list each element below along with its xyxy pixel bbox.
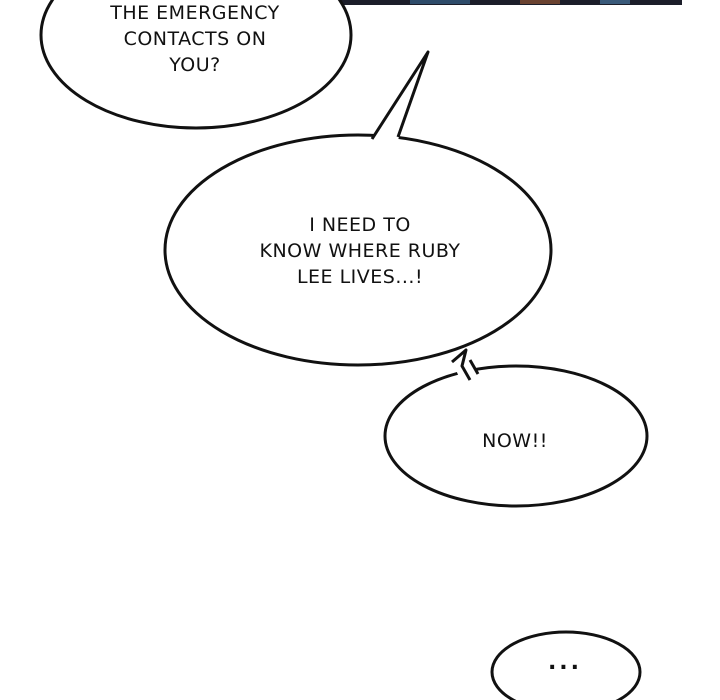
speech-bubble-3 (383, 364, 649, 508)
speech-bubble-2 (163, 133, 553, 367)
bubble-1-line: YOU? (169, 54, 221, 76)
bubble-4-line: ... (547, 650, 583, 675)
bubble-3-line: NOW!! (482, 430, 548, 452)
image-strip-accent (600, 0, 630, 4)
top-image-strip (340, 0, 682, 5)
image-strip-accent (520, 0, 560, 4)
speech-bubble-4 (490, 630, 642, 700)
bubble-1-text: THE EMERGENCY CONTACTS ON YOU? (60, 0, 330, 78)
bubble-1-line: THE EMERGENCY (110, 2, 280, 24)
bubble-2-line: I NEED TO (309, 214, 411, 236)
speech-bubble-1 (39, 0, 353, 130)
bubble-2-text: I NEED TO KNOW WHERE RUBY LEE LIVES...! (190, 212, 530, 290)
image-strip-accent (410, 0, 470, 4)
bubble-2-line: LEE LIVES...! (296, 266, 424, 288)
image-strip-band (340, 0, 682, 5)
speech-bubble-2-tail (370, 50, 430, 140)
bubble-4-text: ... (500, 650, 630, 676)
bubble-2-line: KNOW WHERE RUBY (259, 240, 461, 262)
bubble-3-text: NOW!! (430, 428, 600, 454)
speech-bubble-3-connector-edge (468, 359, 480, 375)
speech-bubble-3-connector (451, 348, 472, 381)
bubble-1-line: CONTACTS ON (123, 28, 267, 50)
